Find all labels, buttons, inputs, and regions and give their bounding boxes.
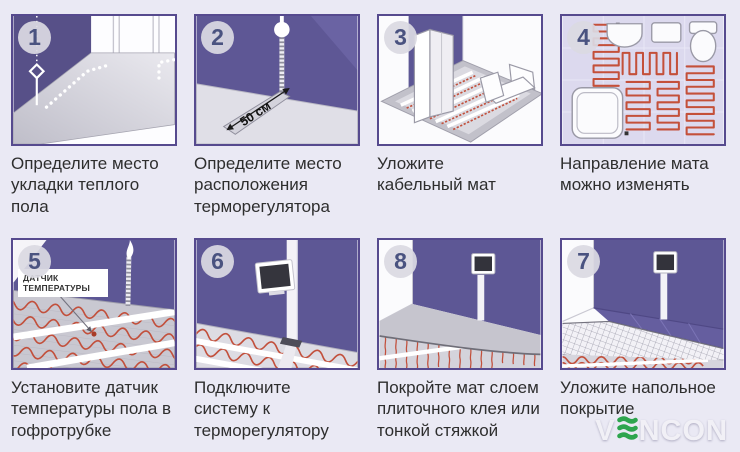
step-caption: Определите место расположения терморегул… [194,154,342,216]
washbasin-icon [651,22,682,43]
flame-icon [126,240,134,260]
step-panel-5: ДАТЧИК ТЕМПЕРАТУРЫ 5 Установите датчик т… [11,238,177,452]
step-caption: Определите место укладки теплого пола [11,154,159,216]
step-number-badge: 2 [201,21,234,54]
sensor-label: ДАТЧИК ТЕМПЕРАТУРЫ [18,269,108,298]
step-2-image: 50 см 2 [194,14,360,146]
step-number-badge: 4 [567,21,600,54]
step-panel-6: 6 Подключите систему к терморегулятору [194,238,360,452]
step-8-image: 8 [377,238,543,370]
mat-strips [13,308,175,368]
step-number-badge: 7 [567,245,600,278]
measure-arrow [226,87,290,131]
step-1-illustration [13,16,175,144]
watermark-text-v: V [595,415,616,447]
step-number-badge: 1 [18,21,51,54]
wardrobe-icon [413,28,454,124]
vencon-green-e-icon [616,415,638,448]
cable-outlet-icon [274,16,290,94]
temperature-sensor-icon [91,331,97,337]
corrugated-tube-icon [125,240,134,306]
sink-icon [606,23,643,48]
step-1-image: 1 [11,14,177,146]
step-caption: Установите датчик температуры пола в гоф… [11,378,172,440]
vencon-watermark: V NCON [595,415,728,448]
step-2-illustration: 50 см [196,16,358,144]
step-3-image: 3 [377,14,543,146]
bathtub-icon [571,87,624,139]
sensor-pointer-line [59,295,92,332]
step-panel-3: 3 Уложите кабельный мат [377,14,543,238]
wall-conduit-strip [286,240,298,341]
step-7-image: 7 [560,238,726,370]
step-5-image: ДАТЧИК ТЕМПЕРАТУРЫ 5 [11,238,177,370]
step-caption: Подключите систему к терморегулятору [194,378,329,440]
step-panel-8: 8 Покройте мат слоем плиточного клея или… [377,238,543,452]
thermostat-icon [471,253,496,321]
step-number-badge: 6 [201,245,234,278]
wall-marker-icon [28,62,46,106]
step-number-badge: 8 [384,245,417,278]
thermostat-icon [254,259,296,296]
step-panel-7: 7 Уложите напольное покрытие [560,238,726,452]
mesh-underlay [562,320,724,363]
armchair-icon [479,63,536,104]
junction-box-icon [279,336,303,348]
step-number-badge: 3 [384,21,417,54]
step-6-image: 6 [194,238,360,370]
step-panel-1: 1 Определите место укладки теплого пола [11,14,177,238]
step-caption: Покройте мат слоем плиточного клея или т… [377,378,540,440]
step-panel-4: 4 Направление мата можно изменять [560,14,726,238]
step-panel-2: 50 см 2 Определите место расположения те… [194,14,360,238]
mat-area-outline-dots [44,62,113,109]
step-caption: Направление мата можно изменять [560,154,709,195]
step-4-image: 4 [560,14,726,146]
watermark-text-ncon: NCON [638,415,728,447]
steps-grid: 1 Определите место укладки теплого пола [11,14,726,452]
step-number-badge: 5 [18,245,51,278]
toilet-icon [688,21,718,63]
step-caption: Уложите напольное покрытие [560,378,716,419]
thermostat-icon [653,251,678,320]
wall-pipes-icon [112,16,160,53]
step-caption: Уложите кабельный мат [377,154,496,195]
